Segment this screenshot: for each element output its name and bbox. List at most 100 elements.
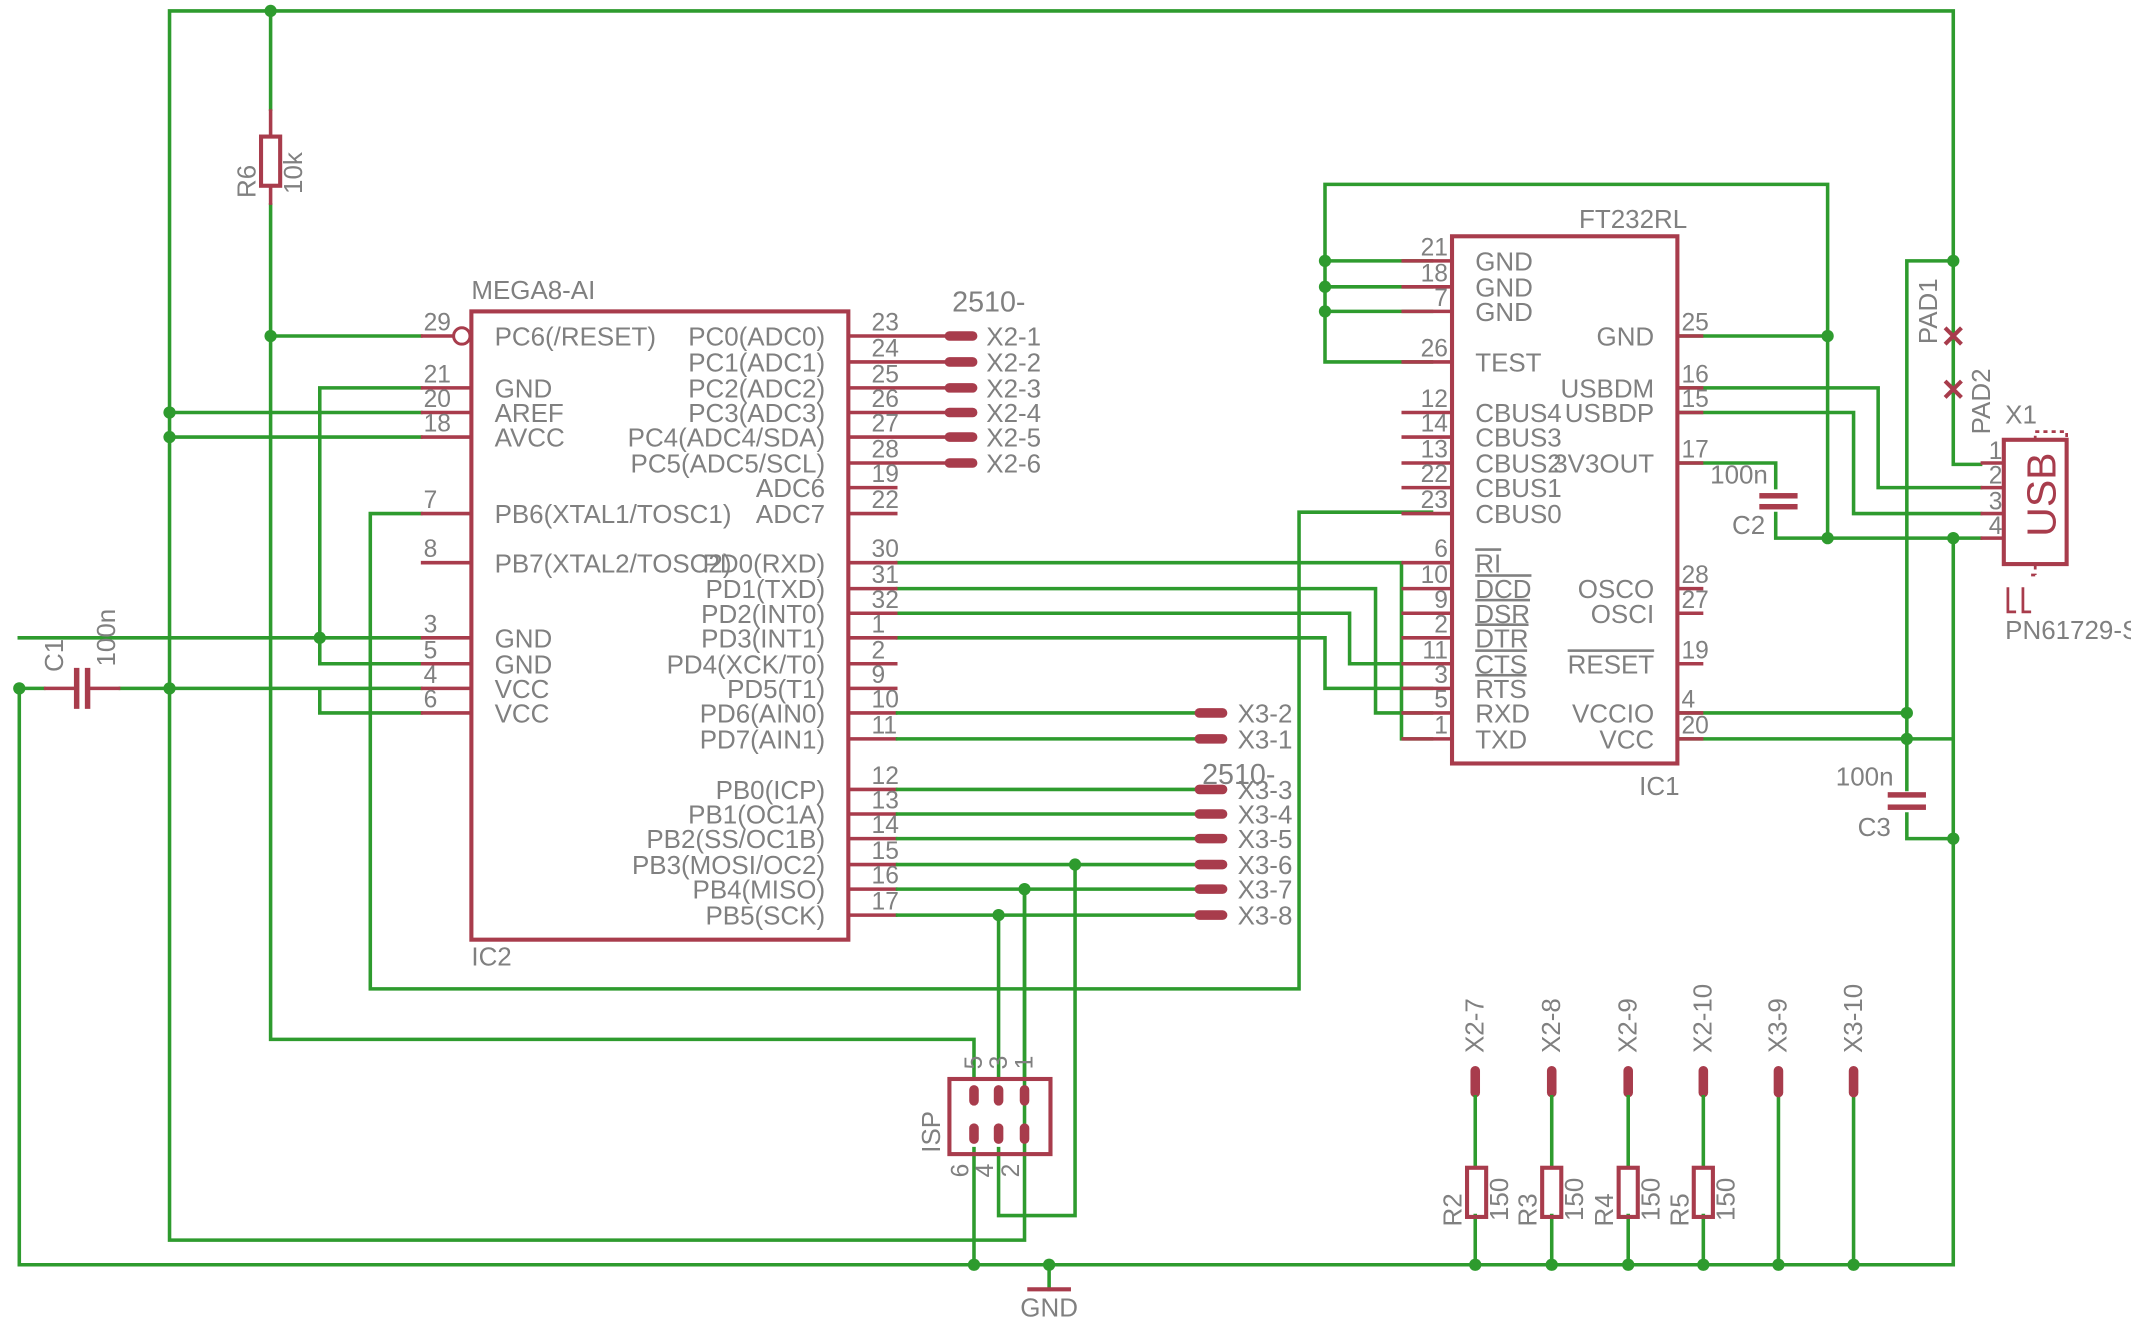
- isp-pin-1: 1: [1012, 1056, 1039, 1106]
- ic2-pin-name: AREF: [495, 400, 564, 428]
- ic2-mega8[interactable]: MEGA8-AI IC2 29PC6(/RESET)21GND20AREF18A…: [420, 277, 899, 972]
- bottom-terminal[interactable]: X2-9: [1614, 998, 1642, 1170]
- bottom-terminals: X2-7 X2-8 X2-9 X2-10 X3-9 X3-10: [1461, 984, 1868, 1170]
- ic2-pin-number: 28: [872, 437, 899, 464]
- x3-terminal[interactable]: X3-8: [895, 903, 1293, 931]
- bottom-terminal[interactable]: X2-7: [1461, 998, 1489, 1170]
- ic1-pin-name: DSR: [1475, 601, 1530, 629]
- x2-terminal[interactable]: X2-3: [897, 375, 1042, 403]
- ic2-pin-name: PD3(INT1): [701, 625, 825, 653]
- pad2-label: PAD2: [1968, 368, 1996, 434]
- bottom-terminal[interactable]: X2-8: [1538, 998, 1566, 1170]
- x3-terminal-label: X3-2: [1238, 701, 1293, 729]
- bottom-terminal[interactable]: X2-10: [1690, 984, 1718, 1170]
- x2-terminal[interactable]: X2-6: [897, 451, 1042, 479]
- x3-terminal[interactable]: X3-5: [895, 826, 1293, 854]
- x2-terminals: X2-1X2-2X2-3X2-4X2-5X2-6: [897, 324, 1042, 479]
- x3-terminal-label: X3-5: [1238, 826, 1293, 854]
- x3-terminal[interactable]: X3-2: [895, 701, 1293, 729]
- ic2-pin-number: 3: [424, 611, 438, 638]
- x1-pin-number: 2: [1989, 462, 2003, 489]
- ic2-pin-name: PD1(TXD): [706, 576, 826, 604]
- x2-terminal[interactable]: X2-1: [897, 324, 1042, 352]
- r3-ref: R3: [1515, 1193, 1543, 1226]
- x3-terminal[interactable]: X3-1: [895, 726, 1293, 754]
- x2-terminal[interactable]: X2-5: [897, 425, 1042, 453]
- c2-ref: C2: [1732, 512, 1765, 540]
- bottom-terminal-label: X2-10: [1690, 984, 1718, 1053]
- x3-terminal[interactable]: X3-6: [895, 852, 1293, 880]
- x2-terminal[interactable]: X2-2: [897, 349, 1042, 377]
- bottom-terminal-label: X2-7: [1461, 998, 1489, 1053]
- ic1-pin-name: RESET: [1568, 651, 1655, 679]
- ic2-pin-number: 22: [872, 487, 899, 514]
- ic1-pin-name: CBUS2: [1475, 451, 1561, 479]
- ic2-pin-number: 7: [424, 487, 438, 514]
- ic2-pin-number: 26: [872, 386, 899, 413]
- ic1-pin-number: 16: [1681, 361, 1708, 388]
- bottom-terminal[interactable]: X3-9: [1765, 998, 1793, 1098]
- ic2-pin-name: PC0(ADC0): [688, 324, 825, 352]
- x3-terminal[interactable]: X3-4: [895, 802, 1293, 830]
- x3-terminal-label: X3-3: [1238, 777, 1293, 805]
- x3-terminal[interactable]: X3-3: [895, 777, 1293, 805]
- ic1-pin-number: 19: [1681, 637, 1708, 664]
- x1-pin-1: 1: [1980, 438, 2004, 465]
- x2-terminal-label: X2-1: [986, 324, 1041, 352]
- r4-resistor[interactable]: R4 150: [1591, 1165, 1666, 1227]
- ic1-ft232rl[interactable]: FT232RL IC1 21GND18GND7GND26TEST12CBUS41…: [1401, 206, 1709, 801]
- ic2-pin-number: 20: [424, 386, 451, 413]
- c3-ref: C3: [1858, 814, 1891, 842]
- ic1-pin-name: TEST: [1475, 349, 1541, 377]
- r6-value: 10k: [280, 152, 308, 194]
- pad2[interactable]: PAD2: [1943, 368, 1996, 434]
- ic2-pin-number: 17: [872, 889, 899, 916]
- c1-capacitor[interactable]: C1 100n: [41, 609, 121, 709]
- ic1-pin-6: 6RI: [1401, 536, 1501, 578]
- ic2-pin-number: 13: [872, 788, 899, 815]
- r6-resistor[interactable]: R6 10k: [234, 109, 308, 205]
- c3-capacitor[interactable]: 100n C3: [1836, 763, 1926, 842]
- r4-ref: R4: [1591, 1193, 1619, 1226]
- r2-resistor[interactable]: R2 150: [1440, 1165, 1514, 1227]
- ic1-pin-number: 7: [1434, 285, 1448, 312]
- ic2-left-pins: 29PC6(/RESET)21GND20AREF18AVCC7PB6(XTAL1…: [420, 310, 731, 729]
- ic2-pin-number: 10: [872, 686, 899, 713]
- c2-capacitor[interactable]: 100n C2: [1710, 461, 1798, 540]
- x3-terminal[interactable]: X3-7: [895, 877, 1293, 905]
- ic1-pin-number: 27: [1681, 587, 1708, 614]
- ic2-pin-number: 16: [872, 863, 899, 890]
- ic1-pin-name: OSCI: [1591, 601, 1654, 629]
- ic1-pin-number: 12: [1421, 386, 1448, 413]
- pad1[interactable]: PAD1: [1915, 278, 1963, 346]
- bottom-terminal[interactable]: X3-10: [1840, 984, 1868, 1098]
- ic2-right-pins: 23PC0(ADC0)24PC1(ADC1)25PC2(ADC2)26PC3(A…: [628, 310, 899, 931]
- r5-resistor[interactable]: R5 150: [1666, 1165, 1741, 1227]
- ic2-pin-name: PB2(SS/OC1B): [646, 826, 825, 854]
- x3-terminal-label: X3-7: [1238, 877, 1293, 905]
- r3-resistor[interactable]: R3 150: [1515, 1165, 1589, 1227]
- isp-pin-number: 6: [948, 1164, 975, 1178]
- x2-terminal[interactable]: X2-4: [897, 400, 1042, 428]
- ic2-pin-number: 29: [424, 310, 451, 337]
